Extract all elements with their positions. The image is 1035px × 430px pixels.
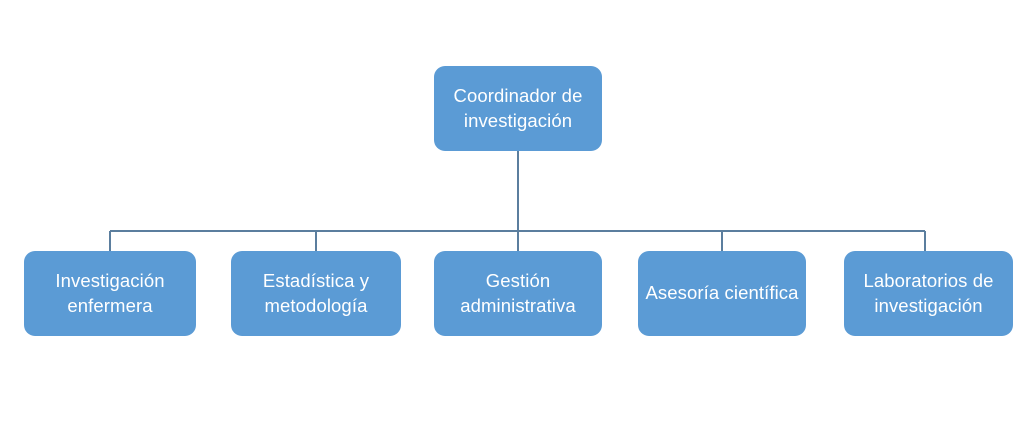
org-node-coordinador-de-investigacion[interactable]: Coordinador de investigación (434, 66, 602, 151)
org-node-investigacion-enfermera[interactable]: Investigación enfermera (24, 251, 196, 336)
org-node-estadistica-y-metodologia[interactable]: Estadística y metodología (231, 251, 401, 336)
org-node-gestion-administrativa[interactable]: Gestión administrativa (434, 251, 602, 336)
org-node-label: Gestión administrativa (460, 269, 576, 316)
org-node-asesoria-cientifica[interactable]: Asesoría científica (638, 251, 806, 336)
org-node-label: Asesoría científica (645, 282, 799, 304)
org-node-label: Estadística y metodología (262, 269, 370, 316)
org-node-laboratorios-de-investigacion[interactable]: Laboratorios de investigación (844, 251, 1013, 336)
org-node-label: Coordinador de investigación (453, 84, 583, 131)
org-node-label: Laboratorios de investigación (863, 269, 994, 316)
org-node-label: Investigación enfermera (55, 269, 165, 316)
